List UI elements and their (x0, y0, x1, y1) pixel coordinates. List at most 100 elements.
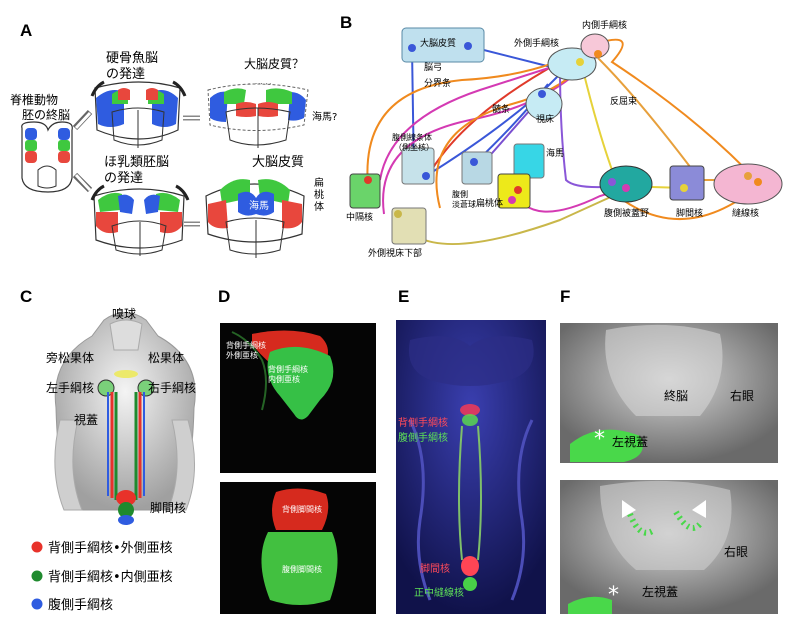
f-ltectum: 左視蓋 (612, 434, 648, 449)
node-ipn: 脚間核 (676, 207, 703, 219)
vertebrate-label: 脊椎動物 胚の終脳 (10, 92, 70, 122)
node-septum-box (349, 173, 381, 209)
vertebrate-line1: 脊椎動物 (10, 92, 58, 107)
node-striatum-line1: 腹側線条体 (392, 132, 432, 142)
mammal-brain (90, 184, 190, 256)
ipn-label: 脚間核 (150, 500, 186, 515)
teleost-line1: 硬骨魚脳 (106, 51, 158, 66)
node-hippo-box (513, 143, 545, 179)
node-lhab: 外側手綱核 (514, 37, 559, 49)
panel-a-label: A (20, 21, 32, 40)
panel-f-label: F (560, 287, 570, 306)
pineal-shape (114, 370, 138, 378)
panel-e-label: E (398, 287, 409, 306)
node-vta-line1: 腹側 (452, 189, 468, 199)
panel-b: B 大脳皮質 外側手綱核 内側手綱核 脳弓 分界条 髄条 (340, 13, 783, 259)
amygdala-line2: 桃 (314, 188, 324, 201)
node-amyg-box (497, 173, 531, 209)
node-vta: 腹側 淡蒼球 (452, 189, 476, 209)
f-reye: 右眼 (730, 388, 754, 403)
panel-e: E 背側手綱核 腹側手綱核 脚間核 正中縫線核 (396, 287, 546, 614)
f-star-bottom: * (608, 583, 619, 608)
node-thal-shape (525, 87, 563, 121)
d-t1-l1: 背側手綱核 (226, 340, 266, 350)
d-t1: 背側手綱核 外側亜核 (226, 340, 269, 360)
d-t4: 腹側脚間核 (282, 564, 322, 574)
legend-text-2: 背側手綱核•内側亜核 (48, 569, 173, 585)
rhab-label: 右手綱核 (148, 380, 196, 395)
node-fr: 反屈束 (610, 96, 637, 107)
embryo-brain (21, 121, 73, 193)
mammal-line1: ほ乳類胚脳 (104, 155, 169, 170)
node-vta-line2: 淡蒼球 (452, 199, 476, 209)
node-lhyp: 外側視床下部 (368, 247, 422, 259)
node-striatum-box (401, 147, 435, 185)
cortex-q-label: 大脳皮質？ (244, 56, 304, 71)
amygdala-label: 扁 桃 体 (314, 176, 327, 213)
e-dhab: 背側手綱核 (398, 416, 448, 429)
vertebrate-line2: 胚の終脳 (22, 107, 70, 122)
legend-text-3: 腹側手綱核 (48, 597, 113, 613)
d-t2: 背側手綱核 内側亜核 (268, 364, 311, 384)
parapineal-label: 旁松果体 (46, 350, 94, 365)
legend-dot-1 (31, 541, 43, 553)
node-raphe: 縫線核 (732, 207, 759, 219)
node-cortex: 大脳皮質 (420, 37, 456, 49)
panel-a: A 脊椎動物 胚の終脳 硬骨魚脳 の発達 (10, 21, 337, 258)
teleost-label: 硬骨魚脳 の発達 (106, 51, 162, 82)
node-ipn-box (669, 165, 705, 201)
node-vp-box (461, 151, 493, 185)
panel-d: D 背側手綱核 外側亜核 背側手綱核 内側亜核 背側脚間核 腹側脚間核 (218, 287, 376, 614)
node-medulla: 髄条 (492, 103, 510, 115)
hippo-q-label: 海馬? (312, 110, 337, 123)
panel-c-label: C (20, 287, 32, 306)
e-ipn: 脚間核 (420, 562, 450, 575)
node-thal: 視床 (536, 113, 554, 125)
cortex-label: 大脳皮質 (252, 155, 304, 170)
node-striatum: 腹側線条体 （側坐核） (392, 132, 435, 152)
pineal-label: 松果体 (148, 351, 184, 365)
hippo-label: 海馬 (249, 199, 269, 212)
d-t2-l1: 背側手綱核 (268, 364, 308, 374)
path-magenta-1 (379, 65, 556, 181)
f-star-top: * (594, 427, 605, 452)
legend-text-1: 背側手綱核•外側亜核 (48, 541, 173, 556)
node-fornix: 脳弓 (424, 61, 442, 73)
f-telen: 終脳 (664, 388, 688, 403)
tectum-label: 視蓋 (74, 412, 98, 427)
panel-b-label: B (340, 13, 352, 32)
legend-dot-2 (31, 570, 43, 582)
node-mhab: 内側手綱核 (582, 19, 627, 31)
panel-c: C 嗅球 旁松果体 松果体 左手綱核 右手綱核 視蓋 脚間核 背側手綱核•外側亜… (20, 287, 196, 613)
endpoints (364, 42, 762, 218)
path-fr-raphe (597, 57, 745, 181)
node-vteg: 腹側被蓋野 (604, 207, 649, 219)
lhab-label: 左手綱核 (46, 380, 94, 395)
node-hippo: 海馬 (546, 147, 564, 159)
mammal-label: ほ乳類胚脳 の発達 (104, 155, 173, 186)
d-t2-l2: 内側亜核 (268, 374, 300, 384)
amygdala-line3: 体 (314, 201, 324, 213)
olf-label: 嗅球 (112, 307, 136, 321)
panel-d-label: D (218, 287, 230, 306)
node-raphe-shape (713, 163, 783, 205)
teleost-brain (90, 80, 187, 148)
e-raphe: 正中縫線核 (414, 586, 464, 599)
d-t3: 背側脚間核 (282, 504, 322, 514)
teleost-adult-brain (207, 83, 309, 148)
mammal-line2: の発達 (104, 171, 143, 186)
teleost-line2: の発達 (106, 67, 145, 82)
node-stria: 分界条 (424, 77, 451, 89)
e-vhab: 腹側手綱核 (398, 431, 448, 444)
node-amyg: 扁桃体 (476, 197, 503, 209)
path-vp-thal (485, 109, 531, 161)
f-reye2: 右眼 (724, 544, 748, 559)
legend: 背側手綱核•外側亜核 背側手綱核•内側亜核 腹側手綱核 (31, 541, 173, 613)
mammal-adult-brain (205, 179, 305, 258)
d-t1-l2: 外側亜核 (226, 350, 258, 360)
f-ltectum2: 左視蓋 (642, 584, 678, 599)
node-striatum-line2: （側坐核） (394, 142, 434, 152)
legend-dot-3 (31, 598, 43, 610)
node-cortex-box (401, 27, 485, 63)
